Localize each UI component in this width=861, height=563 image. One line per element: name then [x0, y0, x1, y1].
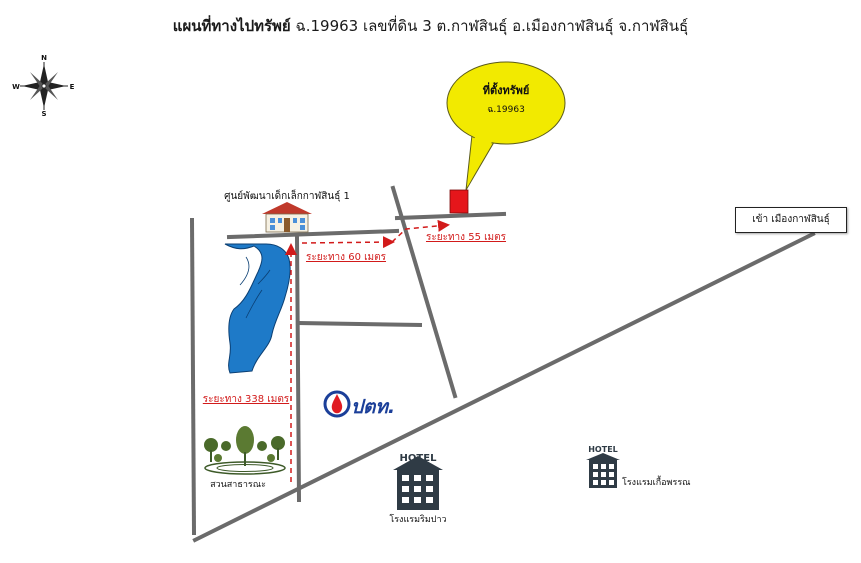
hotel1-label: โรงแรมริมปาว [389, 514, 446, 525]
child-center-icon [262, 202, 312, 233]
roads [189, 185, 816, 543]
center-road [294, 235, 302, 503]
compass-s: S [41, 110, 46, 118]
callout-id: ฉ.19963 [487, 105, 525, 115]
diagonal-road [390, 185, 458, 399]
distance-55-label: ระยะทาง 55 เมตร [426, 232, 507, 243]
map-title-rest: ฉ.19963 เลขที่ดิน 3 ต.กาฬสินธุ์ อ.เมืองก… [295, 17, 689, 35]
hotel2-sign: HOTEL [588, 445, 618, 454]
compass-icon: N S E W [12, 54, 74, 118]
hotel-icon: HOTEL [586, 445, 620, 488]
river [224, 243, 291, 374]
park-label: สวนสาธารณะ [210, 480, 266, 490]
cross-road [296, 320, 423, 328]
ptt-logo-text: ปตท. [351, 396, 395, 418]
arrow-60 [301, 236, 395, 249]
hotel2-label: โรงแรมเกื้อพรรณ [622, 475, 691, 488]
route-arrows [285, 219, 450, 482]
distance-338-label: ระยะทาง 338 เมตร [203, 394, 290, 405]
map-title-bold: แผนที่ทางไปทรัพย์ [172, 17, 291, 35]
compass-n: N [41, 54, 47, 62]
map-title: แผนที่ทางไปทรัพย์ ฉ.19963 เลขที่ดิน 3 ต.… [0, 14, 861, 38]
compass-e: E [70, 83, 75, 91]
property-marker [449, 189, 469, 214]
left-road [189, 217, 197, 536]
destination-sign: เข้า เมืองกาฬสินธุ์ [735, 207, 847, 233]
distance-60-label: ระยะทาง 60 เมตร [306, 252, 387, 263]
property-callout: ที่ตั้งทรัพย์ ฉ.19963 [446, 61, 566, 191]
child-center-label: ศูนย์พัฒนาเด็กเล็กกาฬสินธุ์ 1 [224, 188, 350, 202]
upper-road [226, 228, 400, 240]
arrow-55 [391, 219, 450, 243]
ptt-logo: ปตท. [323, 390, 395, 418]
compass-w: W [12, 83, 20, 91]
callout-title: ที่ตั้งทรัพย์ [483, 82, 530, 97]
top-branch-road [394, 211, 507, 221]
park-icon [204, 426, 286, 475]
hotel-icon: HOTEL [393, 453, 443, 510]
